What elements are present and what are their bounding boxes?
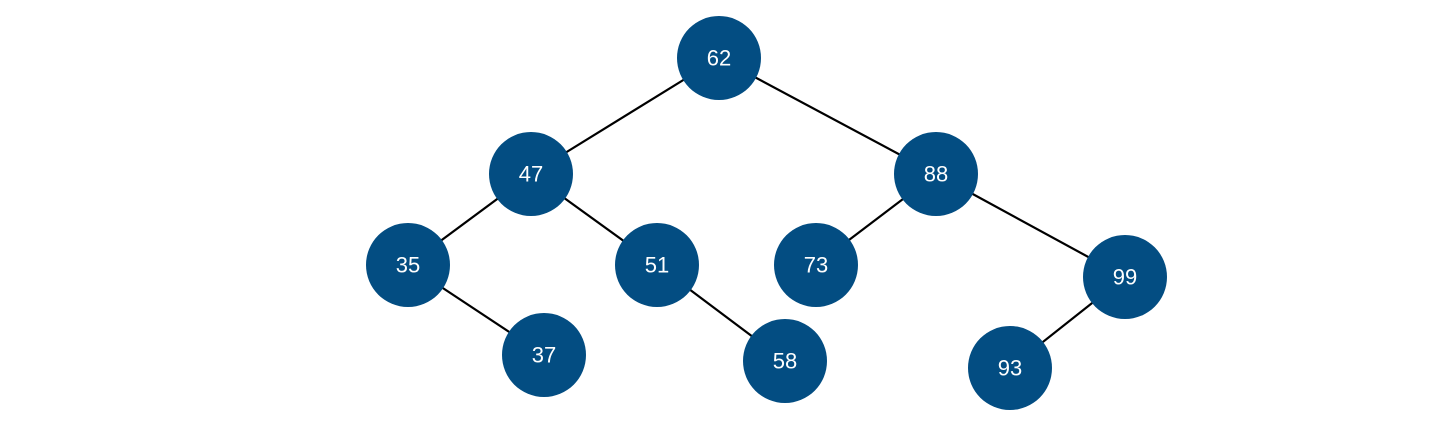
node-label: 37 — [532, 343, 556, 368]
node-circle — [677, 16, 761, 100]
node-label: 88 — [924, 162, 948, 187]
nodes-layer: 62 47 88 35 51 73 99 37 58 93 — [366, 16, 1167, 410]
tree-node-51: 51 — [615, 223, 699, 307]
node-circle — [615, 223, 699, 307]
tree-node-88: 88 — [894, 132, 978, 216]
node-label: 35 — [396, 253, 420, 278]
tree-node-62: 62 — [677, 16, 761, 100]
tree-node-93: 93 — [968, 326, 1052, 410]
tree-node-58: 58 — [743, 319, 827, 403]
node-label: 99 — [1113, 265, 1137, 290]
tree-node-35: 35 — [366, 223, 450, 307]
tree-node-99: 99 — [1083, 235, 1167, 319]
node-label: 93 — [998, 356, 1022, 381]
node-label: 62 — [707, 46, 731, 71]
tree-node-47: 47 — [489, 132, 573, 216]
tree-node-37: 37 — [502, 313, 586, 397]
node-circle — [366, 223, 450, 307]
node-circle — [774, 223, 858, 307]
node-circle — [1083, 235, 1167, 319]
node-label: 58 — [773, 349, 797, 374]
node-label: 47 — [519, 162, 543, 187]
node-circle — [894, 132, 978, 216]
node-circle — [743, 319, 827, 403]
node-circle — [489, 132, 573, 216]
node-circle — [968, 326, 1052, 410]
tree-node-73: 73 — [774, 223, 858, 307]
node-circle — [502, 313, 586, 397]
node-label: 73 — [804, 253, 828, 278]
node-label: 51 — [645, 253, 669, 278]
